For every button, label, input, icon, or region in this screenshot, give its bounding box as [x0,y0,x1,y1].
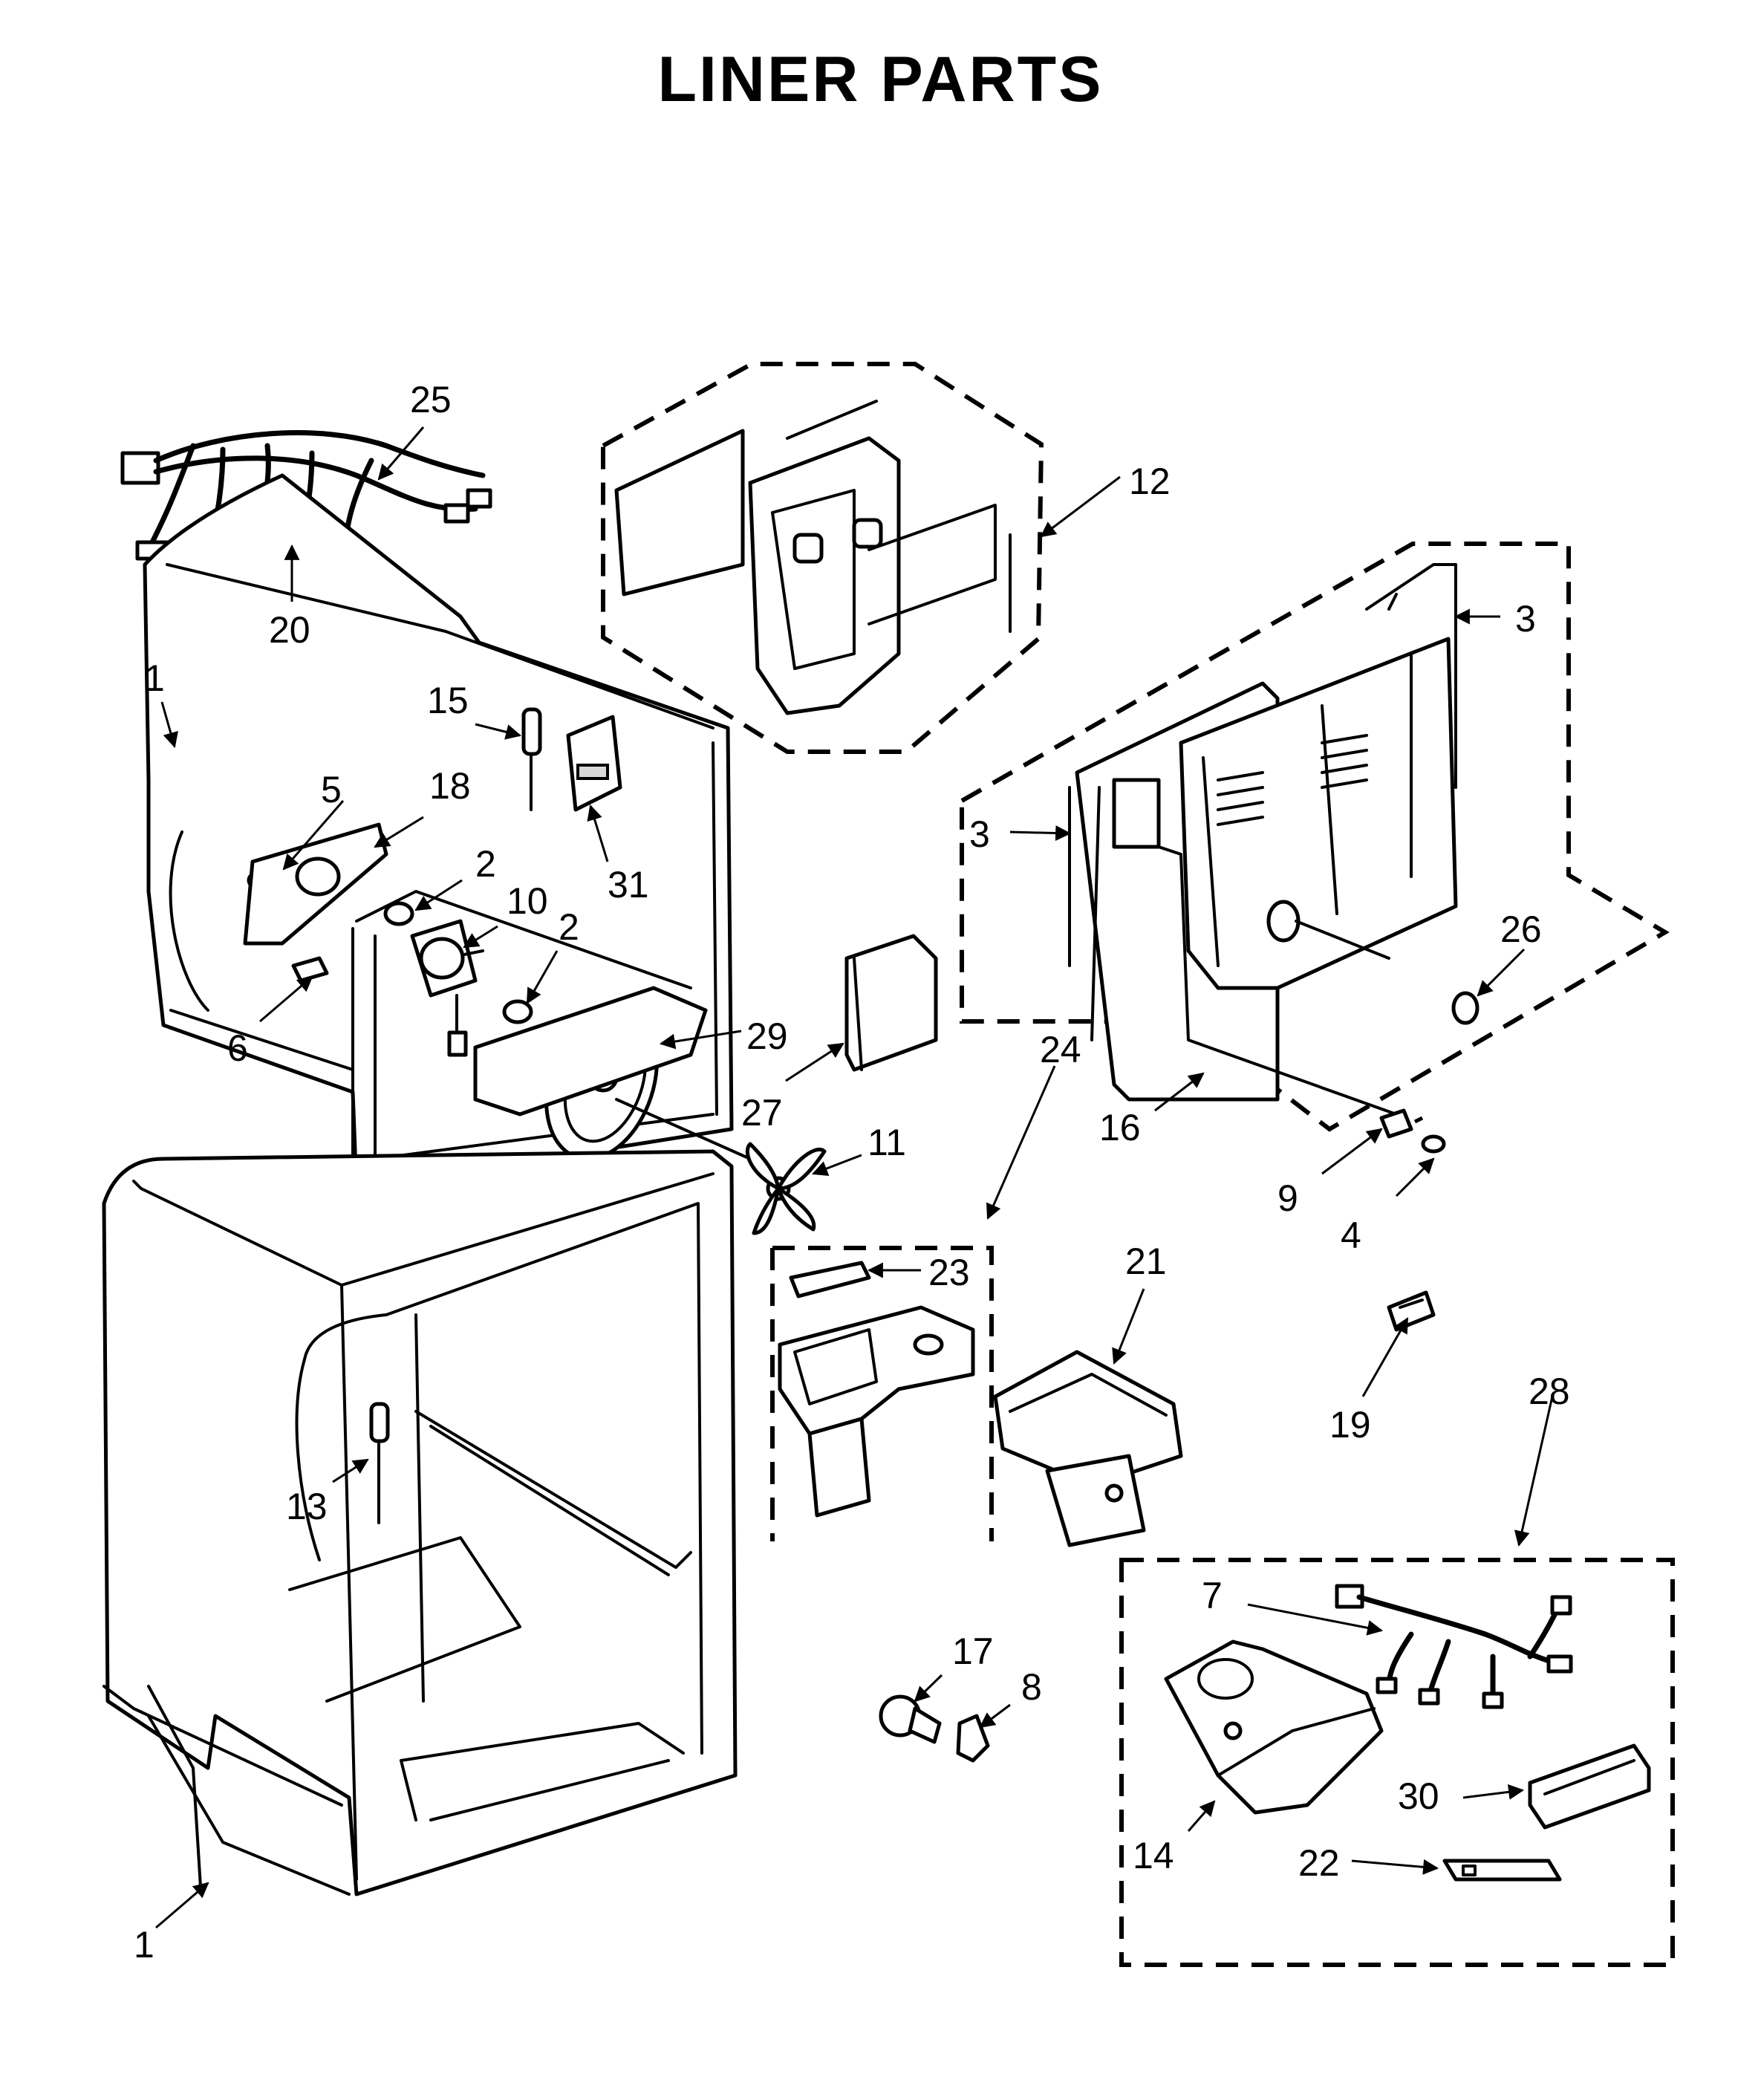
callout-12: 12 [1129,461,1171,502]
diagram-title: LINER PARTS [657,44,1104,115]
callout-6: 6 [227,1027,248,1069]
callout-20: 20 [269,609,310,651]
callout-13: 13 [286,1486,328,1527]
part-group-24 [770,1246,994,1541]
callout-5: 5 [321,769,342,810]
callout-28: 28 [1529,1371,1570,1412]
part-group-28 [1119,1558,1675,1967]
callout-4: 4 [1341,1215,1361,1256]
callout-labels: 25 20 1 15 5 18 2 31 10 2 6 29 27 11 12 … [134,379,1570,1966]
callout-14: 14 [1133,1835,1174,1876]
callout-16: 16 [1099,1107,1141,1148]
callout-29: 29 [746,1015,788,1057]
callout-31: 31 [608,864,649,906]
callout-17: 17 [952,1631,994,1672]
callout-9: 9 [1277,1177,1298,1219]
callout-27: 27 [741,1092,783,1134]
callout-3-top: 3 [1515,598,1536,640]
callout-18: 18 [429,765,471,807]
callout-1-upper: 1 [144,657,165,699]
callout-1-lower: 1 [134,1924,154,1966]
callout-2-left: 2 [475,843,496,885]
callout-11: 11 [868,1122,906,1163]
callout-15: 15 [427,680,469,721]
callout-25: 25 [410,379,452,420]
callout-3-left: 3 [969,813,990,855]
fastener-parts [879,1108,1446,1763]
callout-10: 10 [507,880,548,922]
callout-2-right: 2 [559,906,579,948]
lower-liner-part [102,1149,738,1896]
callout-8: 8 [1021,1666,1042,1708]
part-group-16 [960,542,1670,1132]
callout-23: 23 [928,1252,970,1293]
callout-30: 30 [1398,1775,1439,1817]
bin-part [993,1350,1183,1547]
fan-blade-part [745,1142,827,1235]
callout-22: 22 [1298,1842,1340,1884]
leader-lines [155,426,1554,1929]
callout-7: 7 [1202,1575,1223,1616]
callout-26: 26 [1500,908,1542,950]
damper-and-fan-parts [243,707,938,1235]
callout-21: 21 [1125,1241,1167,1282]
callout-24: 24 [1040,1029,1081,1070]
part-group-12 [601,362,1044,754]
callout-19: 19 [1329,1404,1371,1446]
vent-louvers [1217,734,1368,826]
